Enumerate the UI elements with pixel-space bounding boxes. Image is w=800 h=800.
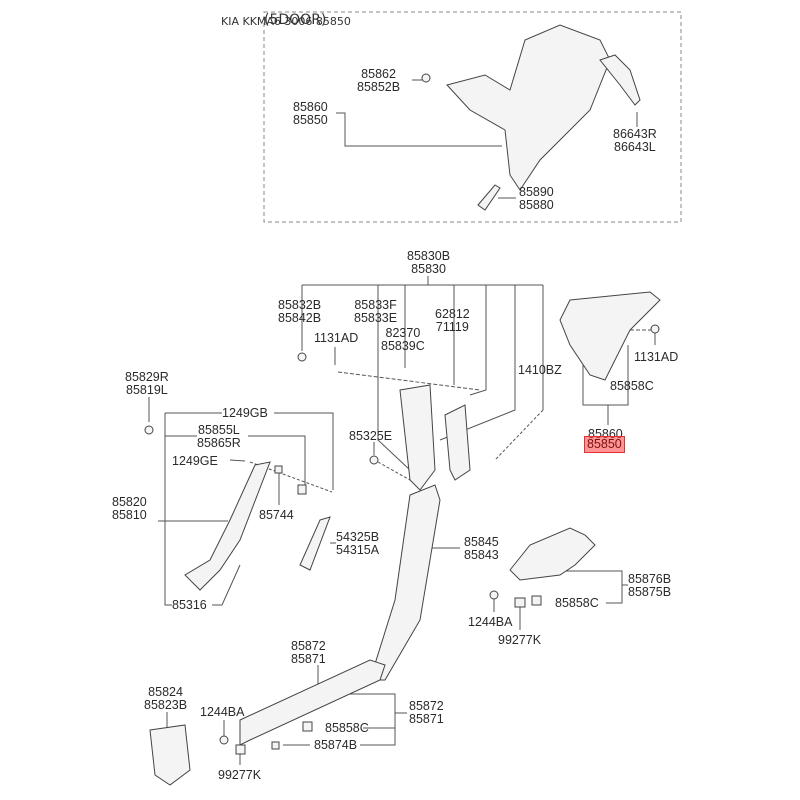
a-pillar-trim [184,461,271,591]
clip-85858C-low [302,721,313,732]
part-label-1131AD-right[interactable]: 1131AD [634,350,679,364]
clip-85858C-mid [531,595,542,606]
part-label-85858C-low[interactable]: 85858C [325,721,369,735]
scuff-plate-rear [509,527,596,581]
part-label-1249GE[interactable]: 1249GE [172,454,218,468]
clip-85874B [271,741,280,750]
part-label-85858C-mid[interactable]: 85858C [555,596,599,610]
inset-clip [421,73,431,83]
clip-85744 [274,465,283,474]
diagram-variant: (5DOOR) [264,12,327,28]
diagram-title: KIA KKMA6 3006 85850 [221,15,351,28]
clip-85325E [369,455,379,465]
part-label-85850-highlighted[interactable]: 85850 [584,436,625,453]
inset-small-trim [477,184,501,211]
inset-border [263,11,682,223]
part-label-99277K-low[interactable]: 99277K [218,768,262,782]
part-label-99277K-mid[interactable]: 99277K [498,633,542,647]
clip-85832B [297,352,307,362]
part-label-1244BA-mid[interactable]: 1244BA [468,615,513,629]
quarter-upper-trim [559,291,661,381]
bracket-54325 [299,516,331,571]
part-label-1131AD-left[interactable]: 1131AD [314,331,359,345]
part-label-1410BZ[interactable]: 1410BZ [518,363,562,377]
part-label-1244BA-low[interactable]: 1244BA [200,705,245,719]
part-label-1249GB[interactable]: 1249GB [222,406,268,420]
clip-1131AD-right [650,324,660,334]
part-label-85316[interactable]: 85316 [172,598,207,612]
leader-lines [148,79,656,765]
clip-85829 [144,425,154,435]
pillar-upper-trim [399,384,436,491]
center-pillar-lower [369,484,441,681]
part-label-85858C-upper[interactable]: 85858C [610,379,654,393]
part-label-85874B[interactable]: 85874B [314,738,358,752]
nut-99277K-low [235,744,246,755]
pillar-lower-cover [444,404,471,481]
bolt-1244BA-low [219,735,229,745]
part-label-85744[interactable]: 85744 [259,508,294,522]
part-label-85325E[interactable]: 85325E [349,429,393,443]
bolt-1244BA-mid [489,590,499,600]
inset-quarter-trim [446,24,611,191]
inset-bracket [599,54,641,106]
cowl-side-trim [149,724,191,786]
nut-99277K-mid [514,597,526,608]
clip-85855 [297,484,307,495]
part-shapes [144,24,661,786]
